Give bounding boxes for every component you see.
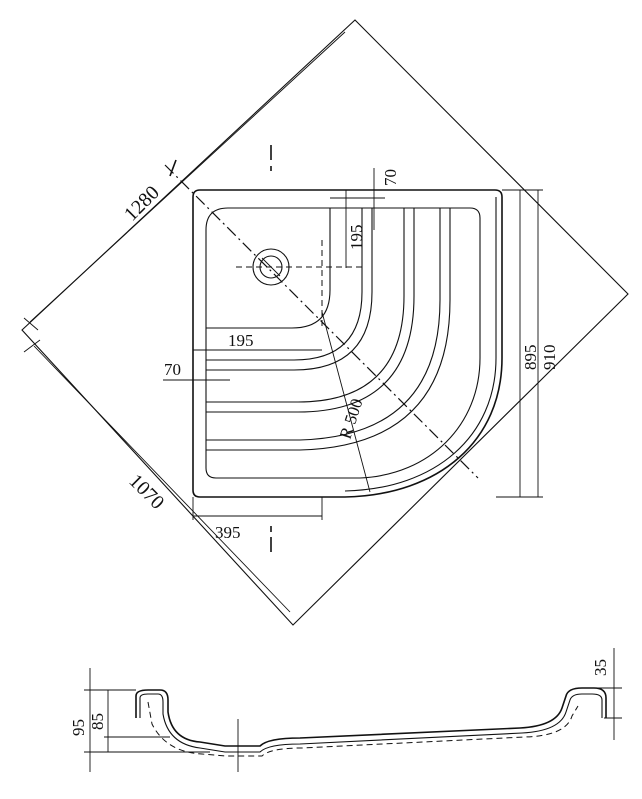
- dim-70-top: 70: [381, 169, 400, 186]
- tray-groove: [206, 208, 415, 413]
- dim-910: 910: [540, 345, 559, 371]
- tray-groove: [206, 208, 363, 361]
- tray-groove: [206, 208, 331, 329]
- tray-inner-basin: [205, 207, 481, 479]
- dim-895: 895: [521, 345, 540, 371]
- tray-outer-outline: [192, 189, 503, 498]
- dim-85: 85: [88, 713, 107, 730]
- dimension-line-1070: [33, 345, 291, 613]
- dim-195-left: 195: [228, 331, 254, 350]
- dim-radius: R 500: [336, 396, 367, 441]
- dim-1070: 1070: [124, 470, 168, 514]
- tray-groove: [206, 208, 451, 451]
- dim-70-left: 70: [164, 360, 181, 379]
- section-view: 95 85 35: [69, 648, 622, 772]
- radius-leader: [321, 311, 371, 493]
- tray-groove: [206, 208, 373, 371]
- plan-view: 895 910 70 195 195 70 395 R 500 1280 107…: [21, 19, 629, 626]
- dim-1280: 1280: [120, 182, 164, 226]
- dim-395: 395: [215, 523, 241, 542]
- section-profile-inner: [139, 693, 603, 753]
- dim-35: 35: [591, 659, 610, 676]
- dimension-line-1280: [29, 31, 346, 323]
- tray-groove: [206, 208, 441, 441]
- dim-195-top: 195: [347, 225, 366, 251]
- section-profile-outer: [135, 687, 607, 747]
- tray-groove: [206, 208, 405, 403]
- dim-95: 95: [69, 719, 88, 736]
- diagonal-axis: [164, 164, 479, 479]
